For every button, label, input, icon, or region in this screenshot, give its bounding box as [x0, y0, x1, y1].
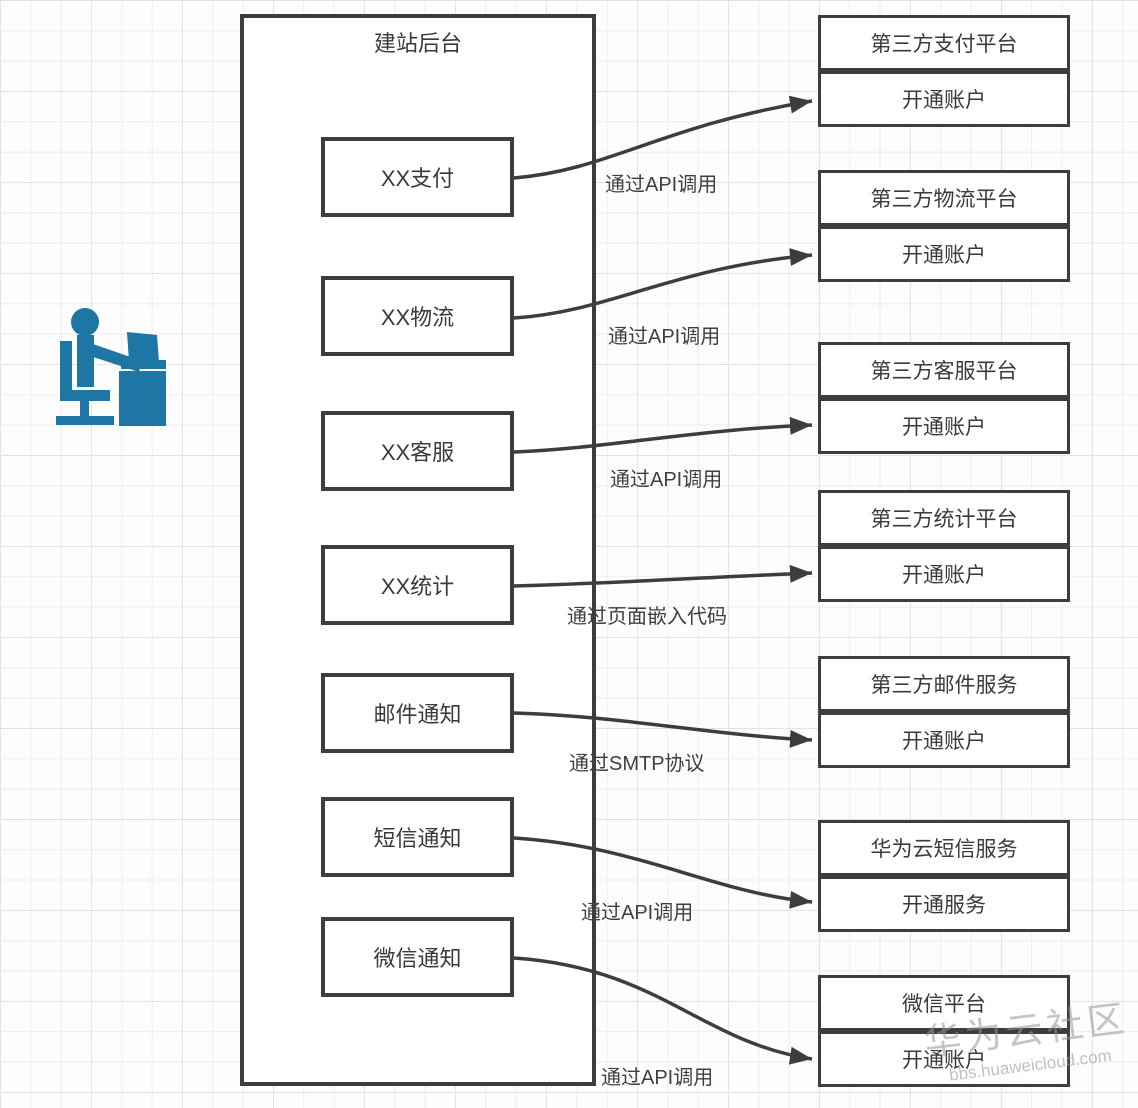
backend-title: 建站后台	[373, 31, 462, 56]
target-huawei-sms-service-action: 开通服务	[818, 876, 1070, 932]
target-email-service-title: 第三方邮件服务	[818, 656, 1070, 712]
target-customer-service-platform: 第三方客服平台 开通账户	[818, 342, 1070, 454]
connection-label-payment: 通过API调用	[605, 174, 718, 196]
module-sms-notification-label: 短信通知	[373, 826, 462, 851]
person-at-desk-svg	[56, 308, 169, 426]
target-huawei-sms-service: 华为云短信服务 开通服务	[818, 820, 1070, 932]
target-email-service-action: 开通账户	[818, 712, 1070, 768]
module-payment: XX支付	[321, 137, 514, 217]
module-customer-service: XX客服	[321, 411, 514, 491]
target-logistics-platform-title: 第三方物流平台	[818, 170, 1070, 226]
module-email-notification: 邮件通知	[321, 673, 514, 753]
target-logistics-platform: 第三方物流平台 开通账户	[818, 170, 1070, 282]
connection-label-customer-service: 通过API调用	[610, 469, 723, 491]
module-wechat-notification: 微信通知	[321, 917, 514, 997]
target-customer-service-platform-title: 第三方客服平台	[818, 342, 1070, 398]
module-payment-label: XX支付	[380, 166, 455, 191]
target-wechat-platform: 微信平台 开通账户	[818, 975, 1070, 1087]
connection-label-logistics: 通过API调用	[608, 326, 721, 348]
connection-label-sms: 通过API调用	[581, 902, 694, 924]
module-customer-service-label: XX客服	[380, 440, 455, 465]
target-logistics-platform-action: 开通账户	[818, 226, 1070, 282]
module-statistics-label: XX统计	[380, 574, 455, 599]
connection-label-statistics: 通过页面嵌入代码	[567, 606, 727, 628]
module-statistics: XX统计	[321, 545, 514, 625]
target-statistics-platform-title: 第三方统计平台	[818, 490, 1070, 546]
module-wechat-notification-label: 微信通知	[373, 946, 462, 971]
module-logistics-label: XX物流	[380, 305, 455, 330]
target-statistics-platform: 第三方统计平台 开通账户	[818, 490, 1070, 602]
module-sms-notification: 短信通知	[321, 797, 514, 877]
target-customer-service-platform-action: 开通账户	[818, 398, 1070, 454]
target-email-service: 第三方邮件服务 开通账户	[818, 656, 1070, 768]
person-at-desk-icon	[52, 298, 169, 428]
target-payment-platform-action: 开通账户	[818, 71, 1070, 127]
connection-label-email: 通过SMTP协议	[569, 753, 705, 775]
connection-label-wechat: 通过API调用	[601, 1067, 714, 1089]
target-statistics-platform-action: 开通账户	[818, 546, 1070, 602]
target-wechat-platform-action: 开通账户	[818, 1031, 1070, 1087]
target-payment-platform: 第三方支付平台 开通账户	[818, 15, 1070, 127]
module-logistics: XX物流	[321, 276, 514, 356]
target-wechat-platform-title: 微信平台	[818, 975, 1070, 1031]
target-huawei-sms-service-title: 华为云短信服务	[818, 820, 1070, 876]
module-email-notification-label: 邮件通知	[373, 702, 462, 727]
target-payment-platform-title: 第三方支付平台	[818, 15, 1070, 71]
